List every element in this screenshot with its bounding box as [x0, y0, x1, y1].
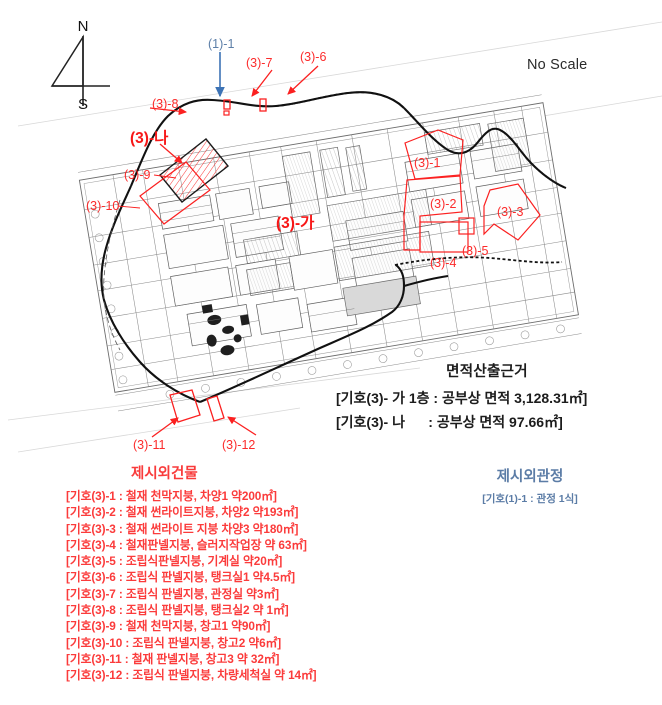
callout-3-11: (3)-11 [133, 438, 166, 452]
unlisted-buildings-title: 제시외건물 [131, 466, 198, 482]
compass-rose: N S [38, 18, 128, 118]
leader-lines-thin [117, 174, 177, 209]
shape-3-1 [404, 129, 464, 180]
well-list-item: [기호(1)-1 : 관정 1식] [482, 493, 578, 505]
callout-3-ga: (3)-가 [276, 215, 315, 232]
compass-needle-icon [50, 34, 110, 106]
shape-3-4 [419, 221, 469, 253]
callout-3-6: (3)-6 [300, 50, 327, 64]
unlisted-well-title: 제시외관정 [496, 469, 564, 485]
compass-south-label: S [77, 96, 88, 113]
shape-3-8 [223, 110, 230, 116]
leader-lines [149, 65, 319, 438]
shape-3-11 [169, 389, 201, 423]
callout-3-8: (3)-8 [152, 97, 179, 111]
site-boundary-dotted [275, 91, 563, 266]
building-list-item: [기호(3)-4 : 철재판넬지붕, 슬러지작업장 약 63㎡] [66, 537, 307, 552]
building-list-item: [기호(3)-11 : 철재 판넬지붕, 창고3 약 32㎡] [66, 651, 280, 666]
area-basis-row: [기호(3)- 나 : 공부상 면적 97.66㎡] [336, 414, 563, 430]
building-list-item: [기호(3)-7 : 조립식 판넬지붕, 관정실 약3㎡] [66, 586, 279, 601]
compass-north-label: N [77, 18, 89, 35]
shape-3-12 [206, 395, 225, 422]
area-basis-title: 면적산출근거 [446, 364, 528, 380]
building-list-item: [기호(3)-1 : 철재 천막지붕, 차양1 약200㎡] [66, 489, 277, 503]
callout-3-9: (3)-9 [124, 168, 151, 182]
shape-3-3 [483, 183, 541, 241]
area-calculation-basis: 면적산출근거 [기호(3)- 가 1층 : 공부상 면적 3,128.31㎡] … [330, 360, 662, 436]
building-list-item: [기호(3)-6 : 조립식 판넬지붕, 탱크실1 약4.5㎡] [66, 570, 296, 585]
callout-3-na: (3)-나 [130, 130, 169, 147]
building-list-item: [기호(3)-3 : 철재 썬라이트 지붕 차양3 약180㎡] [66, 521, 299, 536]
unlisted-buildings-block: 제시외건물 [기호(3)-1 : 철재 천막지붕, 차양1 약200㎡] [기호… [66, 462, 466, 684]
shape-3-6 [259, 98, 267, 112]
callout-3-12: (3)-12 [222, 438, 256, 452]
area-basis-row: [기호(3)- 가 1층 : 공부상 면적 3,128.31㎡] [336, 390, 588, 406]
callout-3-3: (3)-3 [497, 205, 524, 219]
shape-3-7 [223, 99, 231, 110]
unlisted-well-block: 제시외관정 [기호(1)-1 : 관정 1식] [430, 465, 630, 506]
callout-3-1: (3)-1 [414, 156, 441, 170]
red-annotation-shapes [139, 98, 541, 423]
shape-3-9 [139, 161, 211, 225]
callout-3-10: (3)-10 [86, 199, 120, 213]
building-list-item: [기호(3)-12 : 조립식 판넬지붕, 차량세척실 약 14㎡] [66, 668, 317, 683]
building-list-item: [기호(3)-8 : 조립식 판넬지붕, 탱크실2 약 1㎡] [66, 603, 289, 618]
building-list-item: [기호(3)-5 : 조립식판넬지붕, 기계실 약20㎡] [66, 554, 283, 569]
callout-3-4: (3)-4 [430, 256, 457, 270]
no-scale-label: No Scale [527, 57, 588, 73]
building-list-item: [기호(3)-9 : 철재 천막지붕, 창고1 약90㎡] [66, 619, 271, 634]
building-list-item: [기호(3)-10 : 조립식 판넬지붕, 창고2 약6㎡] [66, 635, 282, 650]
building-list-item: [기호(3)-2 : 철재 썬라이트지붕, 차양2 약193㎡] [66, 505, 299, 520]
shape-3-5 [458, 217, 475, 235]
callout-3-7: (3)-7 [246, 56, 273, 70]
callout-3-5: (3)-5 [462, 244, 489, 258]
callout-3-2: (3)-2 [430, 197, 457, 211]
callout-1-1: (1)-1 [208, 37, 235, 51]
